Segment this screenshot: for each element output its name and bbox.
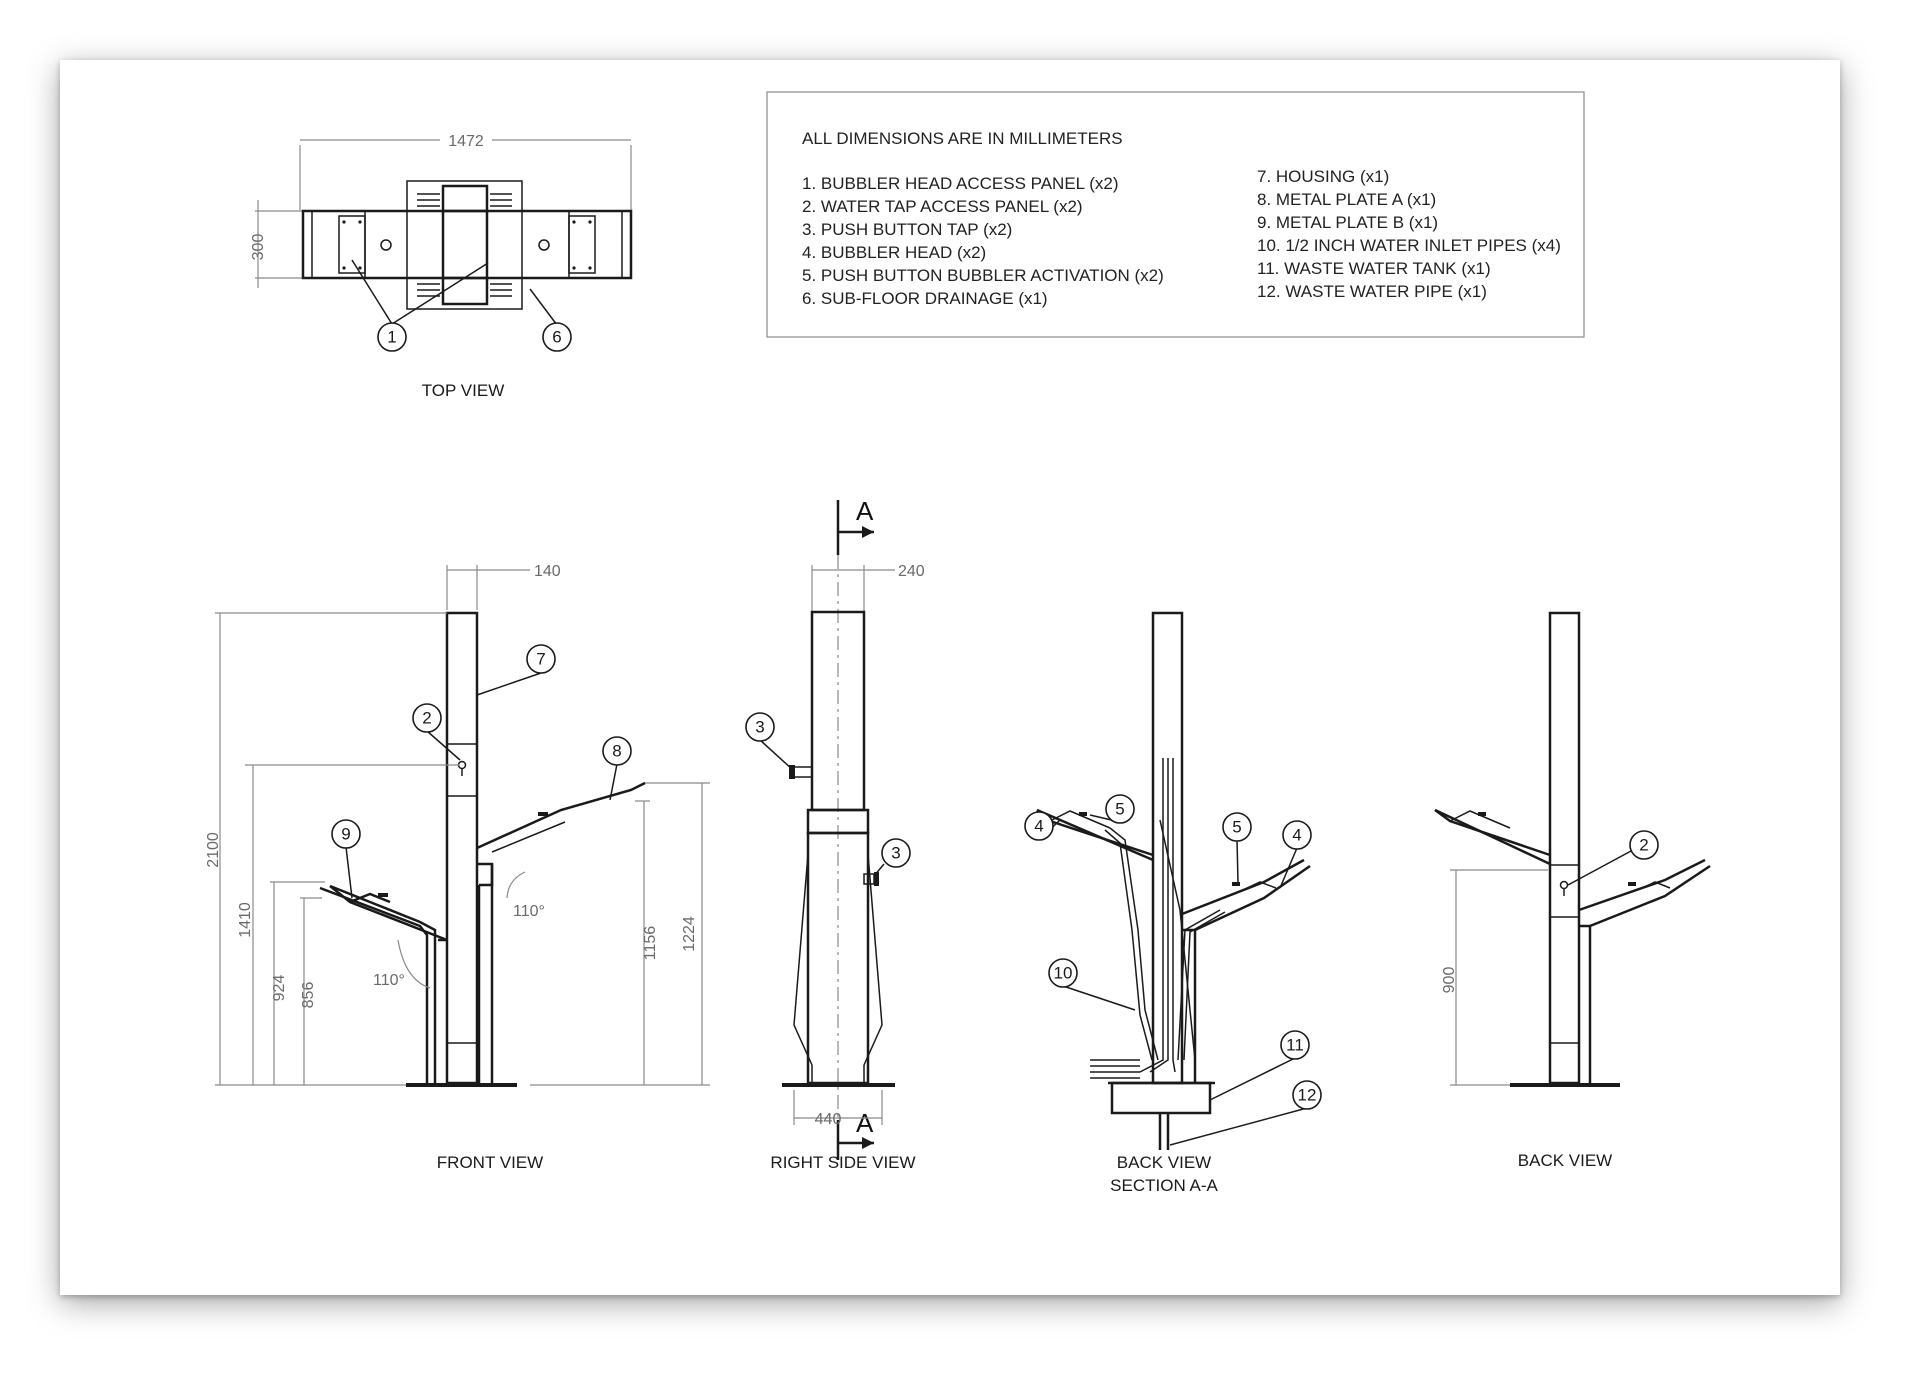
legend-item: 2. WATER TAP ACCESS PANEL (x2) [802,197,1083,216]
section-marker-bottom: A [856,1108,874,1138]
callout-6: 6 [542,322,572,352]
dim-top-depth: 300 [250,234,267,261]
view-label-section-1: BACK VIEW [1117,1153,1211,1172]
top-view: 1472 300 1 6 TO [250,133,633,400]
water-inlet-pipes [1090,758,1226,1079]
dim-total-height: 2100 [205,832,222,868]
tap-access-panel [446,743,478,797]
svg-text:7: 7 [536,650,545,669]
right-side-view: A A 240 440 3 3 [745,496,925,1172]
dim-plate-b-high: 924 [271,975,288,1002]
svg-text:8: 8 [612,742,621,761]
svg-text:5: 5 [1232,818,1241,837]
top-housing [301,209,633,280]
svg-text:4: 4 [1292,826,1301,845]
angle-label-left: 110° [373,972,405,989]
dim-top-width: 1472 [448,133,484,150]
svg-text:1: 1 [387,328,396,347]
svg-text:2: 2 [1639,836,1648,855]
legend-item: 8. METAL PLATE A (x1) [1257,190,1436,209]
legend-box: ALL DIMENSIONS ARE IN MILLIMETERS 1. BUB… [766,91,1585,338]
callout-11: 11 [1280,1030,1310,1060]
top-access-panel-right [568,215,596,274]
legend-item: 6. SUB-FLOOR DRAINAGE (x1) [802,289,1048,308]
angle-label-right: 110° [513,903,545,920]
callout-3-lower: 3 [881,838,911,868]
legend-frame [766,91,1585,338]
dim-plate-a-high: 1224 [681,916,698,952]
callout-4-left: 4 [1024,811,1054,841]
legend-item: 1. BUBBLER HEAD ACCESS PANEL (x2) [802,174,1119,193]
top-access-panel-left [338,215,366,274]
callout-2-back: 2 [1629,830,1659,860]
legend-item: 4. BUBBLER HEAD (x2) [802,243,986,262]
base-plate [406,1083,517,1087]
callout-5-left: 5 [1105,794,1135,824]
callout-12: 12 [1292,1080,1322,1110]
waste-water-tank [1110,1081,1212,1115]
view-label-right: RIGHT SIDE VIEW [770,1153,915,1172]
callout-9: 9 [331,819,361,849]
drawing-sheet: ALL DIMENSIONS ARE IN MILLIMETERS 1. BUB… [60,60,1840,1295]
svg-text:3: 3 [891,844,900,863]
technical-drawing: ALL DIMENSIONS ARE IN MILLIMETERS 1. BUB… [205,91,1711,1195]
dim-column-width: 140 [534,563,561,580]
legend-item: 12. WASTE WATER PIPE (x1) [1257,282,1487,301]
view-label-top: TOP VIEW [422,381,505,400]
legend-item: 10. 1/2 INCH WATER INLET PIPES (x4) [1257,236,1561,255]
legend-item: 5. PUSH BUTTON BUBBLER ACTIVATION (x2) [802,266,1164,285]
svg-text:12: 12 [1298,1086,1317,1105]
back-view: 900 2 BACK VIEW [1434,611,1711,1170]
svg-text:5: 5 [1115,800,1124,819]
view-label-back: BACK VIEW [1518,1151,1612,1170]
back-column [1548,611,1581,1085]
legend-item: 3. PUSH BUTTON TAP (x2) [802,220,1012,239]
back-tap-access-panel [1549,864,1580,918]
callout-8: 8 [602,736,632,766]
side-base-plate [782,1083,895,1087]
front-view: 140 110° 110° 2100 1410 [205,563,710,1172]
callout-4-right: 4 [1282,820,1312,850]
callout-5-right: 5 [1222,812,1252,842]
svg-text:4: 4 [1034,817,1043,836]
callout-10: 10 [1048,958,1078,988]
dim-plate-a-low: 1156 [642,926,659,961]
dim-tap-height: 1410 [237,902,254,938]
dim-back-height: 900 [1441,967,1458,994]
legend-item: 7. HOUSING (x1) [1257,167,1389,186]
svg-text:11: 11 [1286,1036,1304,1055]
dim-side-column: 240 [898,563,925,580]
dim-side-base: 440 [815,1111,842,1128]
legend-heading: ALL DIMENSIONS ARE IN MILLIMETERS [802,129,1123,148]
callout-2: 2 [412,703,442,733]
section-view: 4 5 5 4 10 11 12 BACK VIEW SECTION A-A [1024,611,1322,1195]
svg-text:9: 9 [341,825,350,844]
svg-text:6: 6 [552,328,561,347]
top-column [441,184,489,306]
back-base-plate [1510,1083,1620,1087]
drainage-grate [406,180,523,310]
view-label-front: FRONT VIEW [437,1153,543,1172]
housing-column [445,611,479,1085]
view-label-section-2: SECTION A-A [1110,1176,1218,1195]
legend-item: 9. METAL PLATE B (x1) [1257,213,1438,232]
svg-text:3: 3 [755,718,764,737]
callout-7: 7 [526,644,556,674]
dim-plate-b-low: 856 [300,982,317,1009]
svg-text:2: 2 [422,709,431,728]
callout-3-upper: 3 [745,712,775,742]
callout-1: 1 [377,322,407,352]
svg-text:10: 10 [1054,964,1073,983]
section-marker-top: A [856,496,874,526]
legend-item: 11. WASTE WATER TANK (x1) [1257,259,1491,278]
